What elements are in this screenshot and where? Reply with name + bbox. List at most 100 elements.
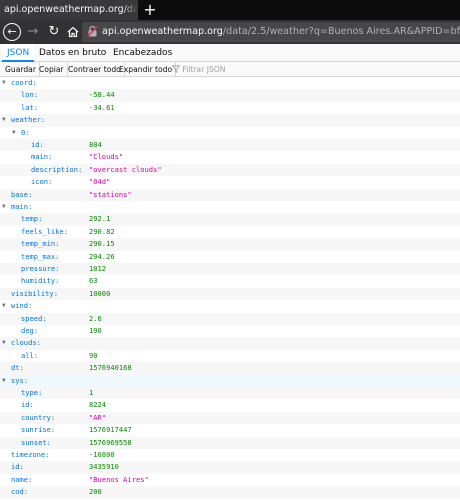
json-key: sunrise:: [21, 425, 56, 435]
json-key: main:: [31, 152, 53, 162]
json-key: icon:: [31, 177, 53, 187]
new-tab-button[interactable]: +: [143, 0, 157, 19]
expand-toggle-icon[interactable]: ▼: [2, 116, 6, 124]
tree-row[interactable]: ▼ main:: [0, 201, 460, 213]
tree-row[interactable]: visibility: 10000: [0, 287, 460, 301]
tree-row[interactable]: ▼clouds:: [0, 337, 460, 350]
json-value: 63: [89, 276, 98, 286]
tree-row[interactable]: type: 1: [0, 387, 460, 400]
forward-arrow-icon: →: [27, 24, 39, 39]
json-value: 1576917447: [89, 425, 132, 435]
json-value: 292.1: [89, 214, 111, 224]
json-value: 2.6: [89, 313, 102, 323]
tree-row[interactable]: ▼wind:: [0, 300, 460, 312]
tree-row[interactable]: base:"stations": [0, 188, 460, 201]
tree-row[interactable]: country:"AR": [0, 411, 460, 425]
json-key: all:: [21, 350, 39, 360]
tree-row[interactable]: ▼ 0:: [0, 127, 460, 139]
json-key: timezone:: [11, 450, 50, 459]
tab-json[interactable]: JSON: [2, 44, 35, 62]
json-key: id:: [11, 462, 24, 472]
tree-row[interactable]: humidity:63: [0, 275, 460, 287]
json-key: temp:: [21, 214, 43, 224]
tree-row[interactable]: lat:-34.61: [0, 102, 460, 114]
tree-row[interactable]: deg:190: [0, 325, 460, 337]
expand-toggle-icon[interactable]: ▼: [12, 128, 16, 136]
json-value: "Buenos Aires": [89, 474, 149, 484]
back-arrow-icon: ←: [7, 25, 17, 38]
browser-tab-strip: api.openweathermap.org/data/2.5/we +: [0, 0, 460, 20]
reload-icon: ↻: [48, 24, 60, 39]
copy-button[interactable]: Copiar: [36, 62, 68, 77]
json-value: 804: [89, 140, 102, 149]
tree-row[interactable]: ▼ weather:: [0, 114, 460, 127]
tree-row[interactable]: cod:200: [0, 486, 460, 499]
tree-row[interactable]: temp: 292.1: [0, 213, 460, 226]
tree-row[interactable]: temp_min:290.15: [0, 238, 460, 251]
tree-row[interactable]: all: 90: [0, 350, 460, 362]
expand-toggle-icon[interactable]: ▼: [2, 376, 6, 384]
tree-row[interactable]: name: "Buenos Aires": [0, 474, 460, 486]
tree-row[interactable]: pressure:1012: [0, 263, 460, 276]
tree-row[interactable]: id:8224: [0, 399, 460, 411]
save-button[interactable]: Guardar: [2, 62, 40, 77]
expand-toggle-icon[interactable]: ▼: [2, 339, 6, 347]
json-value: "Clouds": [89, 152, 124, 162]
tree-row[interactable]: speed: 2.6: [0, 312, 460, 325]
json-value: 1576940168: [89, 363, 132, 373]
expand-toggle-icon[interactable]: ▼: [2, 203, 6, 210]
expand-toggle-icon[interactable]: ▼: [2, 302, 6, 310]
tree-row[interactable]: icon:"04d": [0, 176, 460, 188]
expand-all-button[interactable]: Expandir todo: [116, 62, 177, 77]
json-key: main:: [11, 202, 33, 211]
address-bar[interactable]: api.openweathermap.org/data/2.5/weather?…: [82, 22, 460, 42]
tree-row[interactable]: temp_max:294.26: [0, 251, 460, 263]
json-key: name:: [11, 474, 33, 484]
json-value: 10000: [89, 288, 111, 298]
tree-row[interactable]: feels_like:290.82: [0, 226, 460, 238]
tree-row[interactable]: id:3435910: [0, 461, 460, 474]
json-value: -58.44: [89, 90, 115, 100]
forward-button[interactable]: →: [24, 23, 42, 41]
filter-json-input[interactable]: Filtrar JSON: [171, 62, 225, 77]
json-key: dt:: [11, 363, 24, 373]
tree-row[interactable]: sunrise: 1576917447: [0, 424, 460, 436]
json-key: visibility:: [11, 288, 58, 298]
json-value: 1576969558: [89, 437, 132, 447]
expand-toggle-icon[interactable]: ▼: [2, 79, 6, 86]
json-value: 1012: [89, 264, 107, 273]
tree-row[interactable]: sunset:1576969558: [0, 436, 460, 449]
tree-row[interactable]: main: "Clouds": [0, 151, 460, 163]
json-value: -34.61: [89, 102, 115, 112]
tree-row[interactable]: ▼sys:: [0, 374, 460, 387]
tree-row[interactable]: id: 804: [0, 139, 460, 152]
browser-tab[interactable]: api.openweathermap.org/data/2.5/we: [0, 0, 138, 20]
json-key: type:: [21, 388, 43, 397]
json-value: 1: [89, 388, 94, 397]
tab-headers[interactable]: Encabezados: [113, 48, 173, 58]
json-value: -10800: [89, 450, 115, 459]
reload-button[interactable]: ↻: [45, 23, 63, 41]
tree-row[interactable]: timezone: -10800: [0, 449, 460, 461]
tree-row[interactable]: lon:-58.44: [0, 89, 460, 102]
collapse-all-button[interactable]: Contraer todo: [65, 62, 125, 77]
back-button[interactable]: ←: [3, 23, 21, 41]
json-value: 190: [89, 326, 102, 335]
json-value: "AR": [89, 412, 107, 422]
tree-row[interactable]: ▼coord:: [0, 77, 460, 89]
json-key: id:: [21, 400, 34, 410]
tree-row[interactable]: dt: 1576940168: [0, 362, 460, 375]
tab-raw-data[interactable]: Datos en bruto: [39, 48, 107, 58]
navigation-bar: ← → ↻ api.openweathermap.org/data/2.5/we…: [0, 20, 460, 44]
home-icon: [67, 26, 79, 38]
json-key: weather:: [11, 115, 46, 125]
home-button[interactable]: [64, 23, 82, 41]
json-key: speed:: [21, 313, 47, 323]
json-value: 90: [89, 350, 98, 360]
json-key: 0:: [21, 127, 30, 137]
json-value: "stations": [89, 189, 132, 199]
tree-row[interactable]: description:"overcast clouds": [0, 163, 460, 177]
json-value: "overcast clouds": [89, 164, 162, 174]
json-key: id:: [31, 140, 44, 149]
